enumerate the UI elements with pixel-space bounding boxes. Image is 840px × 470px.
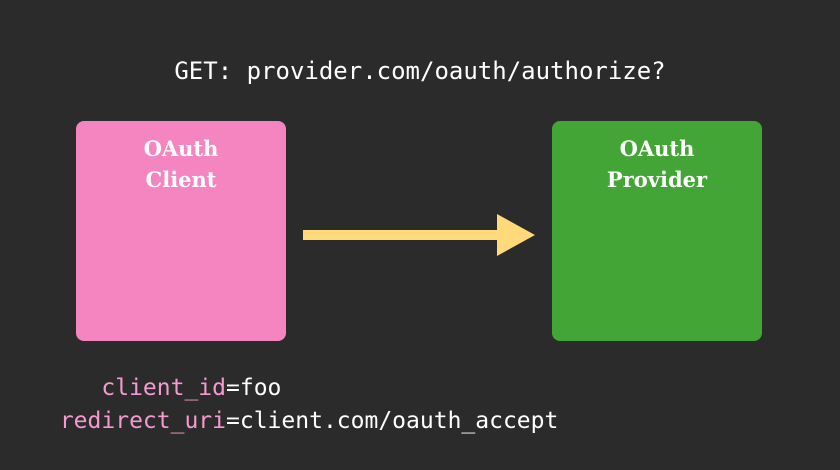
request-url-label: GET: provider.com/oauth/authorize? <box>174 57 666 85</box>
query-params: client_id=foo redirect_uri=client.com/oa… <box>0 372 640 438</box>
param-equals: = <box>226 408 240 434</box>
arrow-shaft <box>303 230 499 240</box>
oauth-provider-label-line-2: Provider <box>606 167 708 192</box>
param-key-client-id: client_id <box>101 375 226 401</box>
oauth-provider-label-line-1: OAuth <box>619 136 695 161</box>
right-arrow-icon <box>303 214 535 256</box>
param-value-redirect-uri: client.com/oauth_accept <box>239 408 559 434</box>
param-row-client-id: client_id=foo <box>0 372 640 405</box>
param-key-redirect-uri: redirect_uri <box>59 408 226 434</box>
param-row-redirect-uri: redirect_uri=client.com/oauth_accept <box>0 405 640 438</box>
param-equals: = <box>226 375 240 401</box>
oauth-client-label-line-1: OAuth <box>143 136 219 161</box>
oauth-provider-box: OAuth Provider <box>552 121 762 341</box>
arrow-head <box>497 214 535 256</box>
oauth-client-box: OAuth Client <box>76 121 286 341</box>
oauth-client-label-line-2: Client <box>145 167 217 192</box>
param-value-client-id: foo <box>239 375 282 401</box>
